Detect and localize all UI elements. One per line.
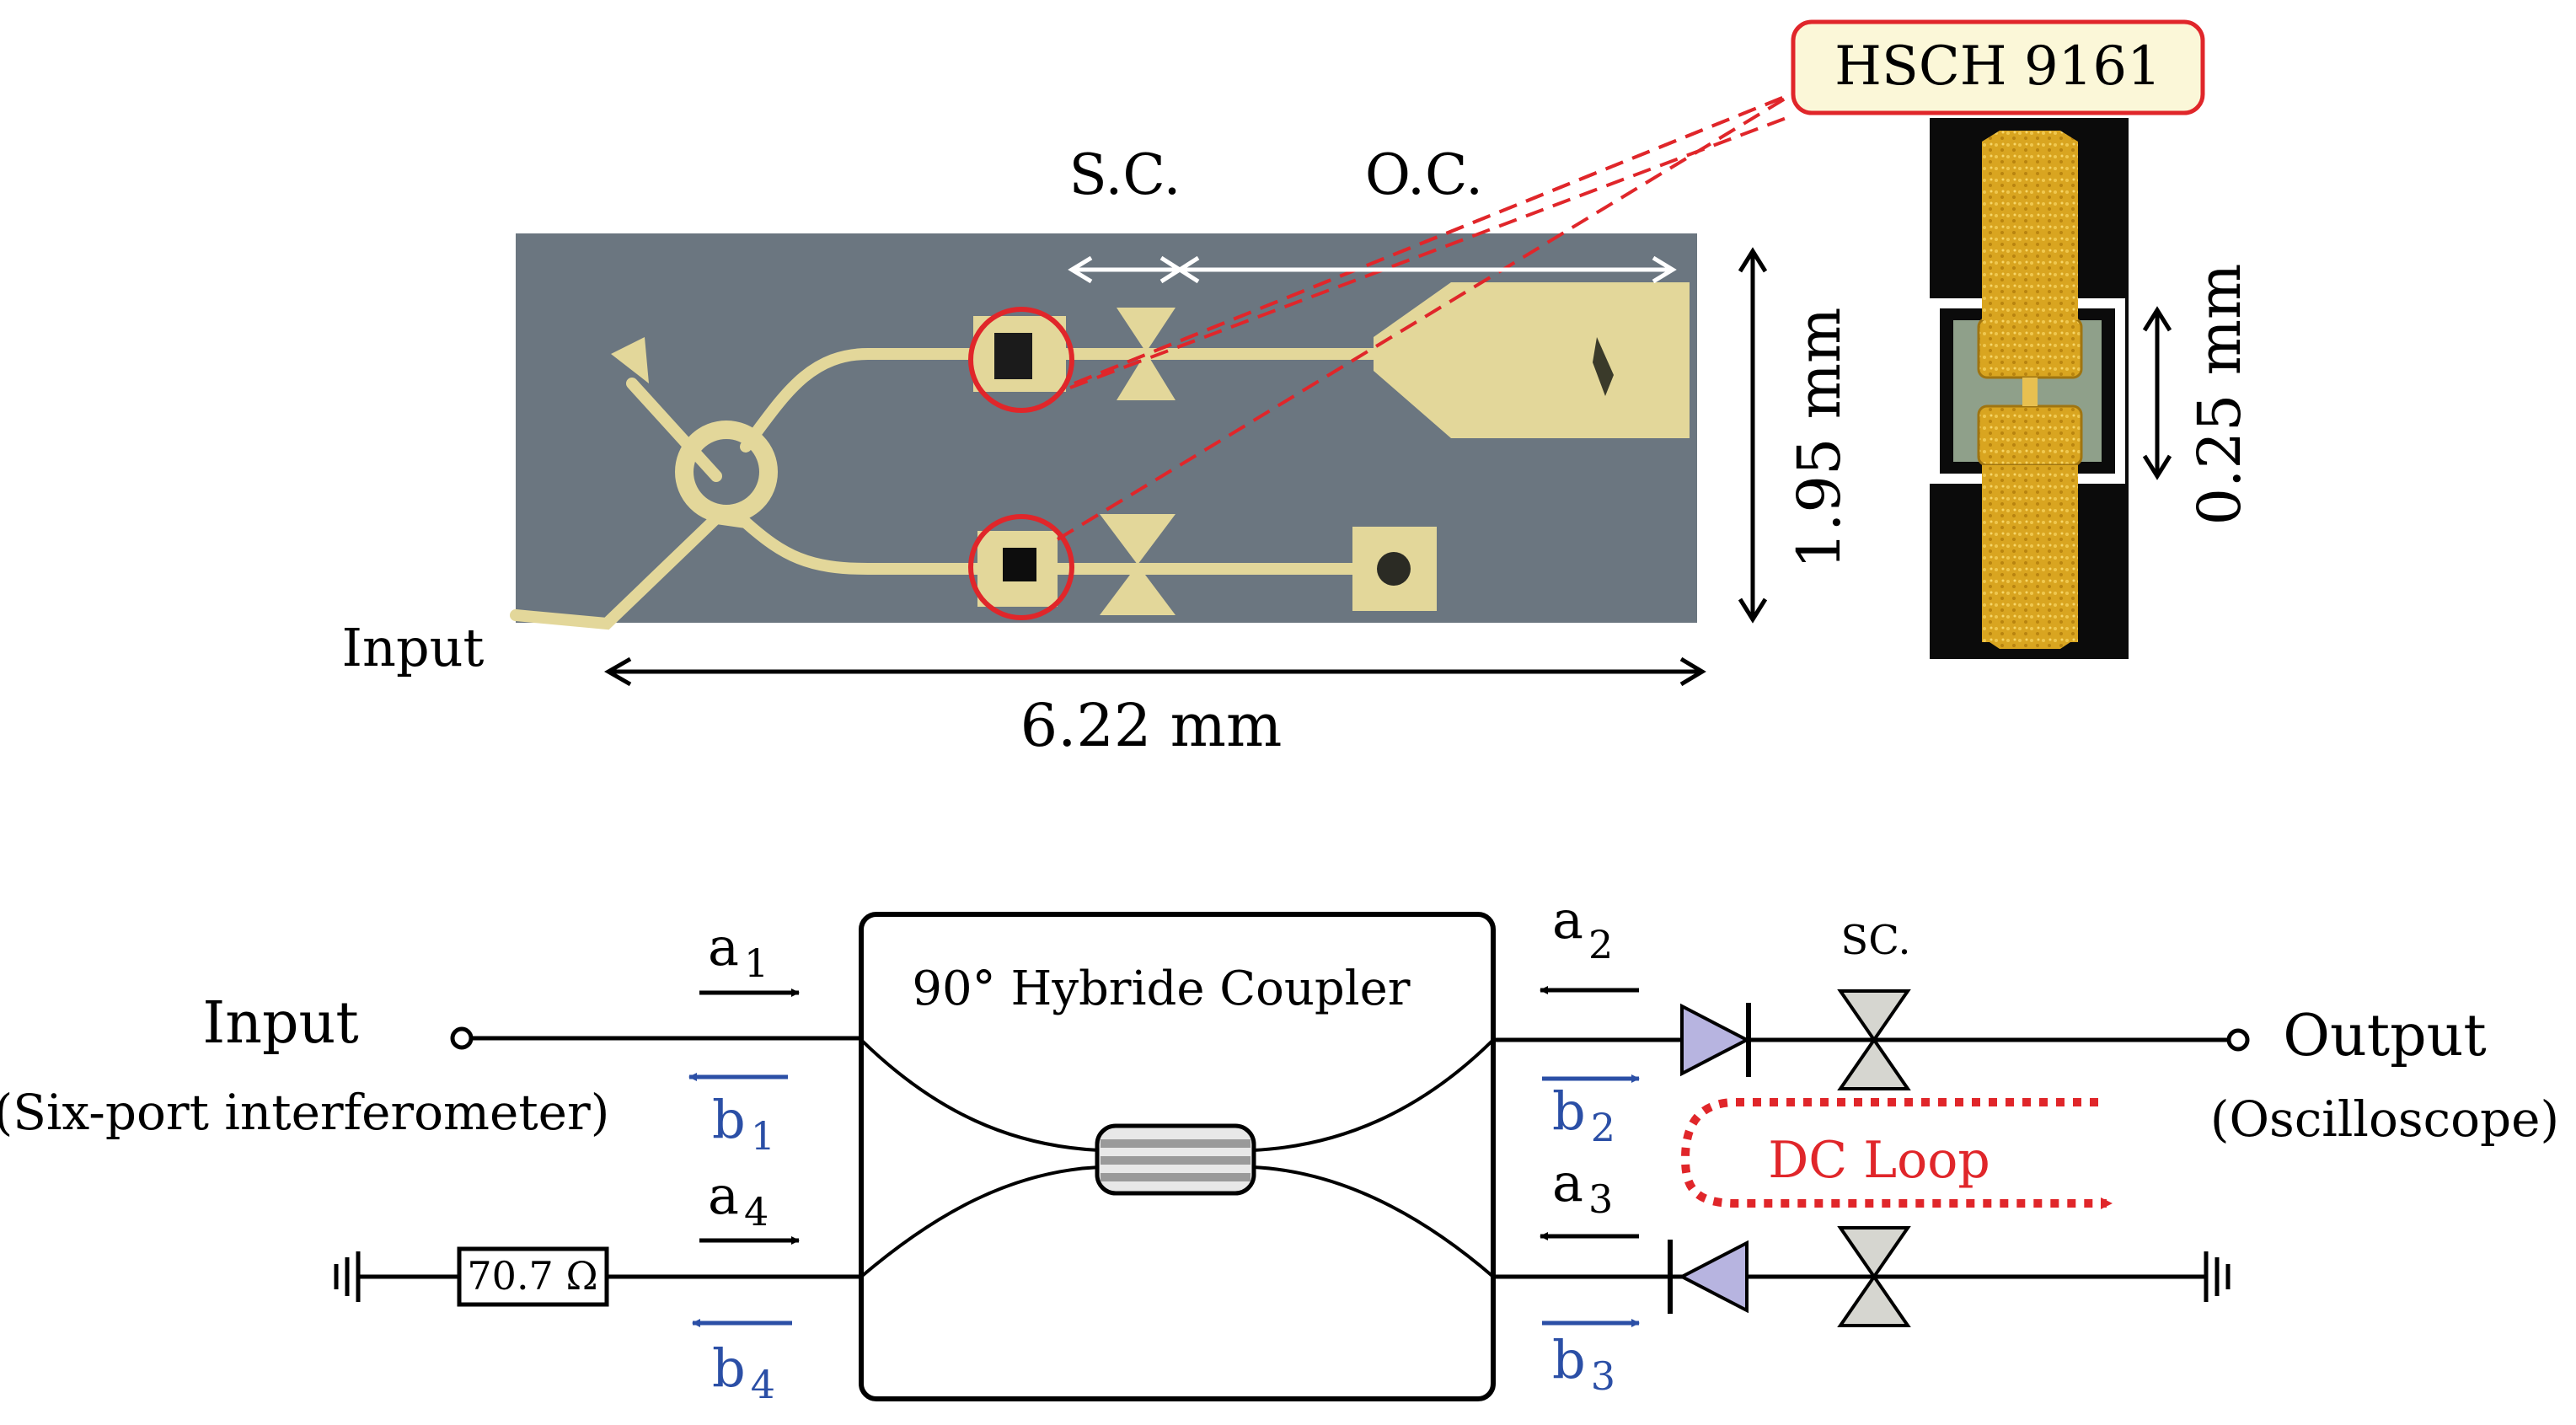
dc-loop: DC Loop	[1680, 1098, 2113, 1209]
dc-loop-label: DC Loop	[1768, 1131, 1990, 1190]
coupler-title: 90° Hybride Coupler	[912, 962, 1410, 1016]
circuit-board-photo	[510, 233, 1697, 630]
diode-bottom	[1668, 1240, 1749, 1314]
sc-label: S.C.	[1069, 142, 1181, 207]
terminated-port	[334, 1251, 861, 1302]
diode-highlight-circles	[968, 307, 1074, 620]
diode-highlight-top	[968, 307, 1074, 413]
diode-highlight-bottom	[968, 514, 1074, 620]
chip-part-label: HSCH 9161	[1834, 35, 2161, 98]
short-circuit-stub-bottom	[1837, 1226, 1911, 1327]
resistor: 70.7 Ω	[457, 1246, 609, 1307]
input-label: Input	[202, 990, 358, 1057]
hybrid-coupler: 90° Hybride Coupler	[859, 912, 1496, 1401]
output-sublabel: (Oscilloscope)	[2210, 1090, 2559, 1148]
diode-top	[1680, 1003, 1751, 1077]
short-circuit-stub-top	[1837, 989, 1911, 1090]
chip-callout: HSCH 9161	[1791, 19, 2205, 115]
diode-gap-dimension	[2142, 306, 2172, 480]
width-dimension	[603, 656, 1706, 687]
oc-label: O.C.	[1365, 142, 1483, 207]
photo-input-label: Input	[342, 617, 485, 678]
input-port	[450, 1026, 861, 1050]
wave-arrows	[688, 986, 1640, 1327]
input-sublabel: (Six-port interferometer)	[0, 1084, 609, 1141]
width-label: 6.22 mm	[1020, 691, 1283, 760]
height-label: 1.95 mm	[1785, 308, 1854, 570]
coupler-section	[1095, 1123, 1256, 1196]
output-line	[1493, 1028, 2250, 1052]
diode-closeup-photo	[1930, 118, 2129, 659]
sc-label-schematic: SC.	[1840, 917, 1910, 964]
diode-gap-label: 0.25 mm	[2185, 264, 2254, 526]
callout-leader-lines	[1056, 91, 1797, 541]
resistor-label: 70.7 Ω	[467, 1253, 597, 1299]
output-label: Output	[2283, 1003, 2487, 1069]
sc-oc-spans	[1068, 255, 1677, 284]
height-dimension	[1738, 247, 1768, 624]
ground-line	[1493, 1251, 2231, 1302]
